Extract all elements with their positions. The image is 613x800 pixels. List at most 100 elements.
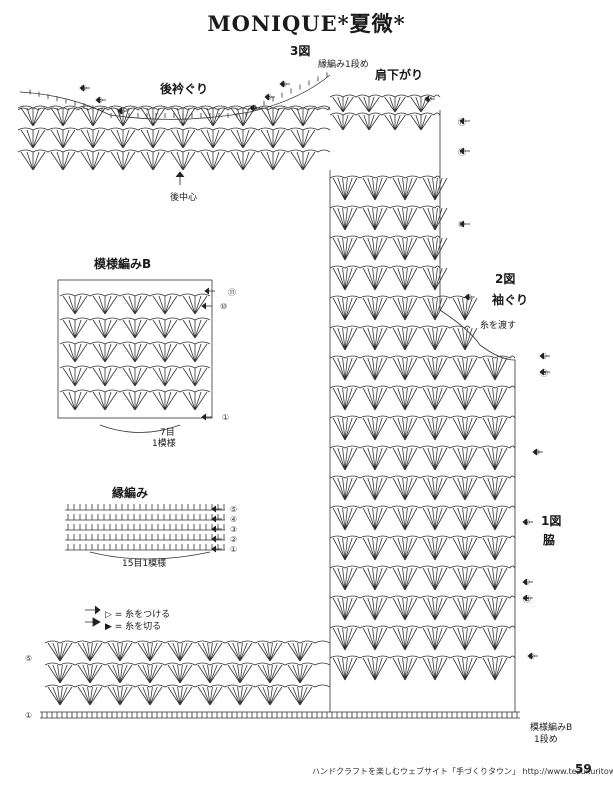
row-direction-arrow bbox=[249, 104, 260, 112]
chain-arch bbox=[59, 389, 211, 393]
shell-stitch bbox=[287, 642, 313, 662]
shell-stitch bbox=[152, 295, 178, 315]
shell-stitch bbox=[482, 387, 508, 411]
shell-stitch bbox=[62, 391, 88, 411]
chain-arch bbox=[329, 235, 441, 239]
pattern-b-repeat-rows: 7目 bbox=[160, 428, 175, 438]
shell-stitch bbox=[392, 537, 418, 561]
shell-stitch bbox=[140, 151, 166, 171]
shell-stitch bbox=[392, 447, 418, 471]
shell-stitch bbox=[50, 129, 76, 149]
shell-stitch bbox=[182, 391, 208, 411]
shell-stitch bbox=[422, 537, 448, 561]
shell-stitch bbox=[110, 129, 136, 149]
shell-stitch bbox=[392, 417, 418, 441]
row-direction-arrow bbox=[264, 93, 275, 101]
shell-stitch bbox=[358, 114, 380, 131]
pattern-b-row-num: ⑪ bbox=[228, 288, 236, 297]
shell-stitch bbox=[452, 627, 478, 651]
shell-stitch bbox=[77, 642, 103, 662]
shell-stitch bbox=[257, 686, 283, 706]
edging-row-num: ③ bbox=[230, 525, 238, 534]
shell-stitch bbox=[290, 129, 316, 149]
shell-stitch bbox=[332, 387, 358, 411]
shell-stitch bbox=[422, 327, 448, 351]
shell-stitch bbox=[452, 297, 478, 321]
shell-stitch bbox=[62, 319, 88, 339]
back-neck-edge bbox=[19, 74, 331, 120]
shell-stitch bbox=[230, 129, 256, 149]
chain-arch bbox=[329, 445, 516, 449]
row-direction-arrow bbox=[459, 147, 470, 155]
shell-stitch bbox=[422, 357, 448, 381]
shell-stitch bbox=[122, 295, 148, 315]
shell-stitch bbox=[392, 567, 418, 591]
shell-stitch bbox=[20, 151, 46, 171]
shell-stitch bbox=[422, 237, 448, 261]
shell-stitch bbox=[422, 387, 448, 411]
edging-row-num: ⑤ bbox=[230, 505, 238, 514]
row-direction-arrow bbox=[522, 594, 533, 602]
chain-arch bbox=[329, 325, 471, 329]
shell-stitch bbox=[422, 297, 448, 321]
chain-arch bbox=[329, 475, 516, 479]
shell-stitch bbox=[392, 297, 418, 321]
shell-stitch bbox=[422, 567, 448, 591]
shell-stitch bbox=[332, 507, 358, 531]
shell-stitch bbox=[170, 129, 196, 149]
shell-stitch bbox=[422, 657, 448, 681]
shell-stitch bbox=[392, 237, 418, 261]
edging-label: 縁編み bbox=[112, 486, 149, 500]
bottom-row-num: ① bbox=[25, 711, 33, 720]
pattern-b-row-num: ① bbox=[222, 413, 230, 422]
pattern-b-repeat-unit: 1模様 bbox=[152, 439, 176, 449]
chain-arch bbox=[329, 94, 441, 98]
pattern-b-row-num: ⑩ bbox=[220, 302, 228, 311]
edging-row-num: ② bbox=[230, 535, 238, 544]
shell-stitch bbox=[287, 686, 313, 706]
shell-stitch bbox=[410, 96, 432, 113]
shell-stitch bbox=[182, 367, 208, 387]
fig3-label: 3図 bbox=[290, 44, 311, 58]
shell-stitch bbox=[152, 319, 178, 339]
bottom-band-area bbox=[40, 640, 240, 718]
shell-stitch bbox=[482, 477, 508, 501]
chain-arch bbox=[329, 265, 441, 269]
shell-stitch bbox=[167, 642, 193, 662]
shell-stitch bbox=[167, 664, 193, 684]
shell-stitch bbox=[227, 686, 253, 706]
shell-stitch bbox=[332, 417, 358, 441]
shell-stitch bbox=[80, 151, 106, 171]
fig1-label: 1図 bbox=[541, 514, 562, 528]
shell-stitch bbox=[452, 387, 478, 411]
shell-stitch bbox=[452, 537, 478, 561]
chain-arch bbox=[44, 640, 331, 644]
shell-stitch bbox=[392, 597, 418, 621]
chain-arch bbox=[329, 175, 441, 179]
shell-stitch bbox=[452, 417, 478, 441]
shell-stitch bbox=[392, 267, 418, 291]
shell-stitch bbox=[92, 319, 118, 339]
shell-stitch bbox=[332, 237, 358, 261]
shell-stitch bbox=[332, 207, 358, 231]
shell-stitch bbox=[227, 642, 253, 662]
shell-stitch bbox=[362, 207, 388, 231]
shell-stitch bbox=[452, 597, 478, 621]
shell-stitch bbox=[62, 367, 88, 387]
shell-stitch bbox=[362, 267, 388, 291]
fig2-label: 2図 bbox=[495, 272, 516, 286]
shell-stitch bbox=[392, 507, 418, 531]
shell-stitch bbox=[197, 686, 223, 706]
shell-stitch bbox=[290, 151, 316, 171]
chain-arch bbox=[329, 505, 516, 509]
shell-stitch bbox=[287, 664, 313, 684]
shell-stitch bbox=[392, 207, 418, 231]
row-direction-arrow bbox=[201, 302, 212, 310]
shell-stitch bbox=[47, 642, 73, 662]
shell-stitch bbox=[332, 447, 358, 471]
shell-stitch bbox=[122, 391, 148, 411]
row-direction-arrow bbox=[211, 545, 222, 553]
shell-stitch bbox=[422, 207, 448, 231]
chain-arch bbox=[329, 625, 516, 629]
pattern-b-frame bbox=[57, 279, 213, 419]
